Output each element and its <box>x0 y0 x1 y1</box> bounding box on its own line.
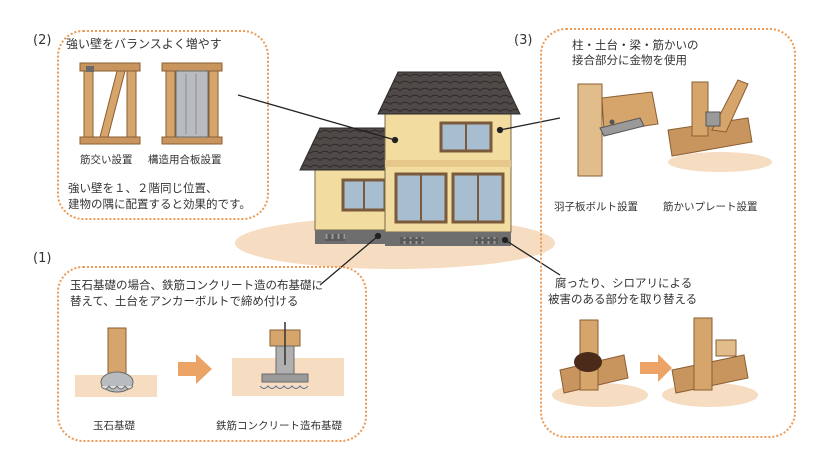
brace-caption: 筋交い設置 <box>80 154 133 166</box>
section-2-note-line-1: 強い壁を１、２階同じ位置、 <box>68 181 218 195</box>
stone-foundation-caption: 玉石基礎 <box>93 420 135 432</box>
brace-plate-caption: 筋かいプレート設置 <box>663 201 758 213</box>
replaced-timber-illustration <box>662 317 758 407</box>
plywood-caption: 構造用合板設置 <box>148 154 222 166</box>
section-1-panel <box>57 266 367 442</box>
plywood-wall-illustration <box>161 62 223 145</box>
pointer-lines <box>237 94 561 286</box>
section-1-heading-line-1: 玉石基礎の場合、鉄筋コンクリート造の布基礎に <box>70 278 323 292</box>
pointer-line-rot <box>504 239 561 276</box>
house-left-roof <box>299 127 396 171</box>
section-2-heading: 強い壁をバランスよく増やす <box>66 37 222 51</box>
section-3-heading-line-2: 接合部分に金物を使用 <box>572 53 687 67</box>
pointer-line-3 <box>499 117 561 131</box>
brace-plate-illustration <box>667 79 772 172</box>
stone-foundation-illustration <box>75 327 157 397</box>
section-3-panel <box>540 28 796 438</box>
foundation-arrow <box>178 354 212 384</box>
section-3-sub-heading-line-2: 被害のある部分を取り替える <box>548 292 698 306</box>
rotten-timber-illustration <box>552 319 648 407</box>
section-2-note-line-2: 建物の隅に配置すると効果的です。 <box>68 197 251 211</box>
hurricane-bolt-illustration <box>577 83 659 177</box>
section-3-number: (3) <box>514 33 533 48</box>
section-2-panel <box>57 30 269 220</box>
house-vent-3 <box>325 234 345 241</box>
section-1-heading-line-2: 替えて、土台をアンカーボルトで締め付ける <box>70 294 299 308</box>
house-vent-2 <box>474 237 498 244</box>
section-1-number: (1) <box>33 251 52 266</box>
concrete-foundation-caption: 鉄筋コンクリート造布基礎 <box>216 420 342 432</box>
brace-wall-illustration <box>79 62 141 145</box>
hurricane-bolt-caption: 羽子板ボルト設置 <box>554 201 638 213</box>
house <box>299 71 521 246</box>
pointer-line-2 <box>237 94 396 141</box>
pointer-line-1 <box>319 235 379 286</box>
section-3-sub-heading-line-1: 腐ったり、シロアリによる <box>555 276 693 290</box>
section-2-number: (2) <box>33 33 52 48</box>
house-vent-1 <box>400 237 424 244</box>
concrete-foundation-illustration <box>232 322 344 396</box>
section-3-heading-line-1: 柱・土台・梁・筋かいの <box>572 38 699 52</box>
house-main-roof <box>377 71 521 115</box>
replace-arrow <box>640 354 672 382</box>
